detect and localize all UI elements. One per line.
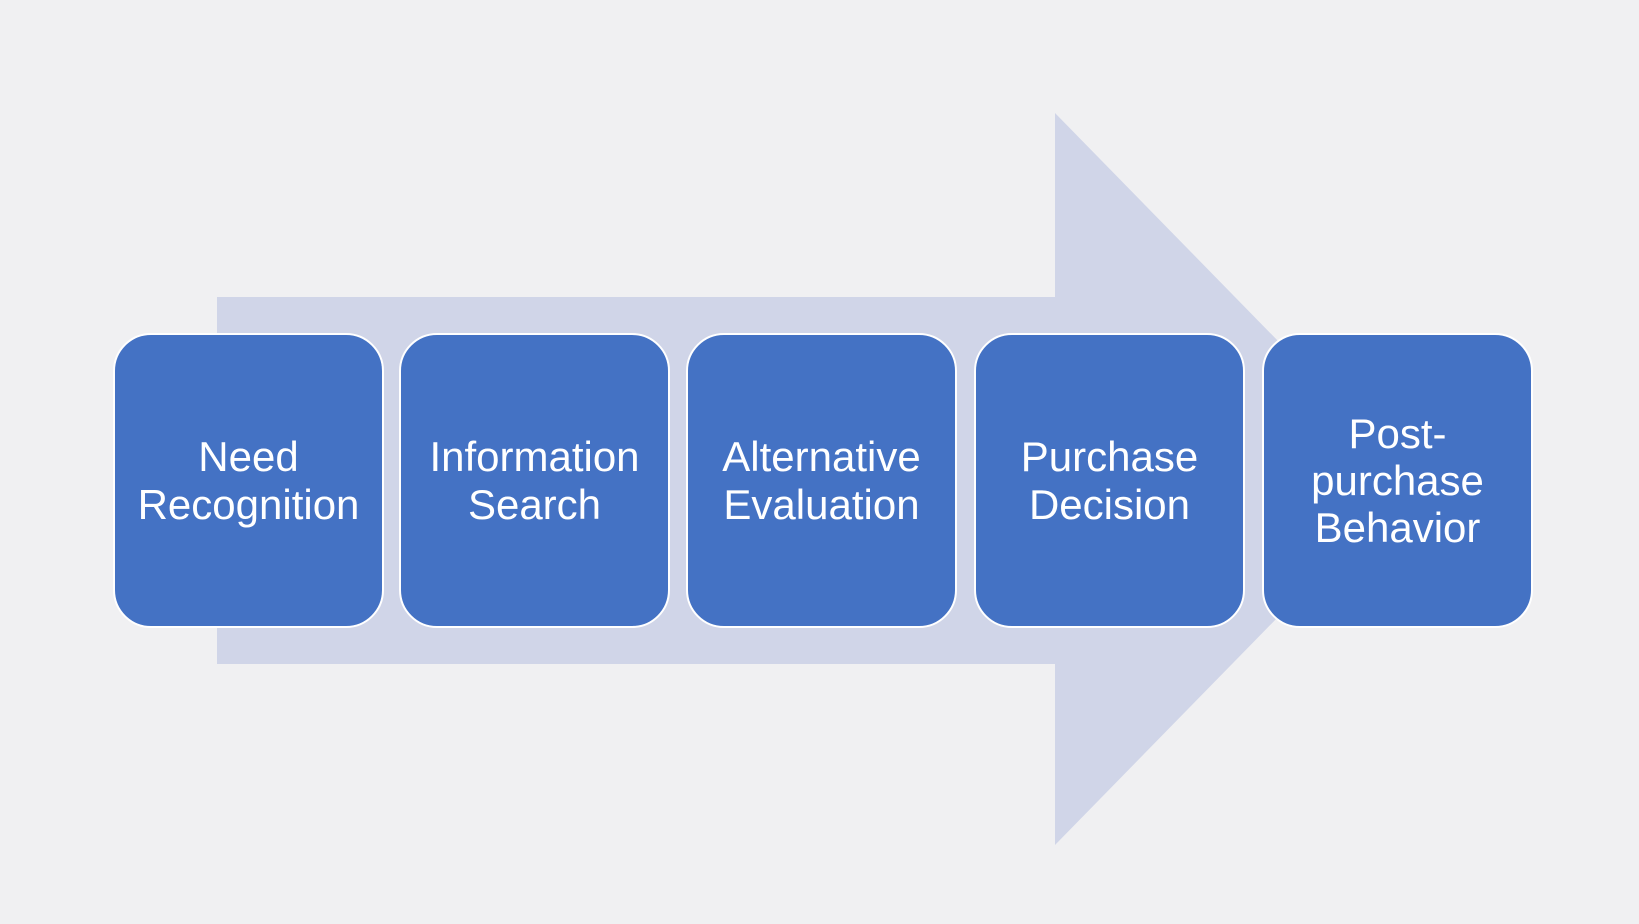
- stage-label: Information Search: [429, 433, 640, 528]
- stage-box-alternative-evaluation: Alternative Evaluation: [686, 333, 957, 628]
- stage-box-purchase-decision: Purchase Decision: [974, 333, 1245, 628]
- stage-label: Purchase Decision: [1020, 433, 1199, 528]
- stage-label: Need Recognition: [137, 433, 360, 528]
- stage-box-information-search: Information Search: [399, 333, 670, 628]
- stage-label: Post-purchase Behavior: [1311, 409, 1484, 552]
- stage-label: Alternative Evaluation: [722, 433, 921, 528]
- stage-box-need-recognition: Need Recognition: [113, 333, 384, 628]
- stage-box-post-purchase-behavior: Post-purchase Behavior: [1262, 333, 1533, 628]
